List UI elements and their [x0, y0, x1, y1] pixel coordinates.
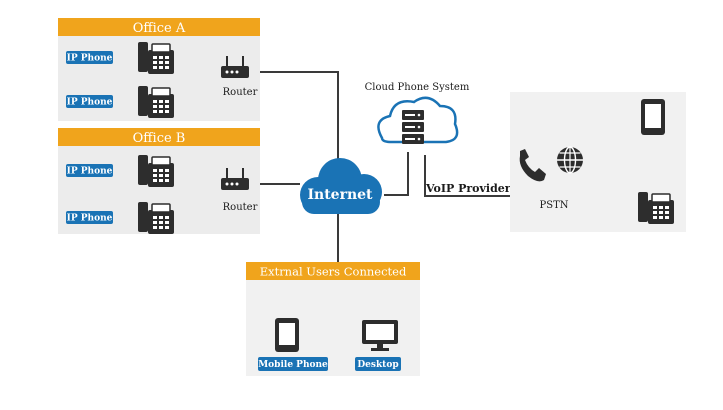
pstn-group: PSTN [510, 92, 686, 232]
internet-label: Internet [307, 187, 373, 203]
office-b-title: Office B [133, 131, 186, 146]
line-office-a-internet [250, 71, 339, 162]
mobile-phone-label: Mobile Phone [258, 360, 328, 370]
mobile-phone-icon [275, 318, 299, 352]
office-a-phone2-label-bg [66, 95, 113, 108]
desktop-label: Desktop [357, 360, 398, 370]
office-a-title: Office A [133, 21, 186, 36]
office-b-phone2-label-bg [66, 211, 113, 224]
office-b-phone1-label: IP Phone [67, 167, 113, 177]
office-a-phone2-label: IP Phone [67, 98, 113, 108]
office-a-router-label: Router [223, 87, 258, 98]
globe-icon [557, 146, 583, 174]
line-internet-cloud [384, 152, 409, 196]
desktop-icon [362, 320, 398, 351]
pstn-label: PSTN [540, 200, 569, 211]
handset-icon [519, 149, 546, 182]
desktop-label-bg [355, 357, 401, 371]
cloud-phone-system: Cloud Phone System [365, 82, 470, 144]
desk-phone-icon [637, 191, 675, 225]
office-b-phone2-label: IP Phone [67, 214, 113, 224]
external-users-group: Extrnal Users Connected Mobile Phone Des… [246, 262, 420, 376]
internet-cloud: Internet [300, 158, 382, 214]
office-b-router-label: Router [223, 202, 258, 213]
mobile-phone-label-bg [258, 357, 328, 371]
cloud-phone-system-label: Cloud Phone System [365, 82, 470, 93]
cloud-icon [300, 158, 382, 214]
desk-phone-icon [137, 41, 175, 75]
office-b-header [58, 128, 260, 146]
cloud-icon [377, 96, 459, 144]
office-a-phone1-label: IP Phone [67, 54, 113, 64]
voip-provider-label: VoIP Provider [425, 182, 511, 195]
desk-phone-icon [137, 201, 175, 235]
server-icon [402, 110, 424, 144]
external-users-title: Extrnal Users Connected [260, 265, 407, 279]
office-a-phone1-label-bg [66, 51, 113, 64]
office-a-header [58, 18, 260, 36]
office-b-group: Office B IP Phone IP Phone Router [58, 128, 260, 235]
desk-phone-icon [137, 85, 175, 119]
mobile-phone-icon [641, 99, 665, 135]
external-users-header [246, 262, 420, 280]
desk-phone-icon [137, 154, 175, 188]
office-a-group: Office A IP Phone IP Phone Router [58, 18, 260, 121]
office-b-phone1-label-bg [66, 164, 113, 177]
